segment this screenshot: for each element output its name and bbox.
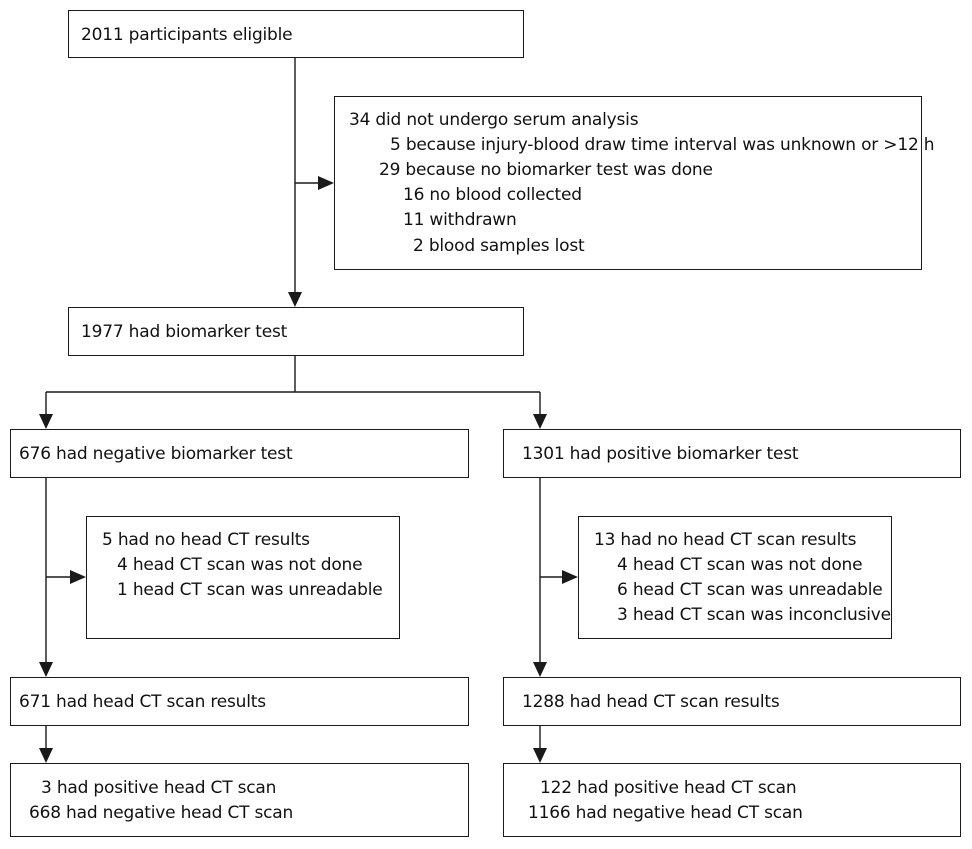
negative-biomarker-label: 676 had negative biomarker test: [19, 444, 293, 464]
arrow-to-biomarker-icon: [288, 292, 302, 307]
negative-exclusion-line: 4 head CT scan was not done: [117, 555, 363, 575]
positive-biomarker-label: 1301 had positive biomarker test: [522, 444, 799, 464]
serum-exclusion-line: 11 withdrawn: [403, 210, 517, 230]
negative-exclusion-title: 5 had no head CT results: [102, 530, 310, 550]
negative-exclusion-line: 1 head CT scan was unreadable: [117, 580, 383, 600]
positive-biomarker-box: 1301 had positive biomarker test: [503, 429, 961, 478]
positive-outcome-positive-ct: 122 had positive head CT scan: [540, 778, 797, 798]
arrow-to-left-ct-icon: [39, 662, 53, 677]
serum-exclusion-box: 34 did not undergo serum analysis 5 beca…: [334, 96, 935, 270]
serum-exclusion-line: 16 no blood collected: [403, 185, 582, 205]
positive-outcome-box: 122 had positive head CT scan 1166 had n…: [503, 763, 961, 837]
negative-exclusion-box: 5 had no head CT results 4 head CT scan …: [86, 516, 400, 639]
negative-outcome-positive-ct: 3 had positive head CT scan: [41, 778, 277, 798]
negative-biomarker-box: 676 had negative biomarker test: [10, 429, 469, 478]
positive-ct-results-label: 1288 had head CT scan results: [522, 692, 780, 712]
arrow-to-left-exclusion-icon: [70, 570, 86, 584]
serum-exclusion-title: 34 did not undergo serum analysis: [349, 110, 639, 130]
arrow-to-right-ct-icon: [533, 662, 547, 677]
serum-exclusion-line: 2 blood samples lost: [413, 236, 585, 256]
arrow-to-negative-icon: [39, 414, 53, 429]
serum-exclusion-line: 29 because no biomarker test was done: [379, 160, 713, 180]
arrow-to-positive-icon: [533, 414, 547, 429]
arrow-to-left-outcome-icon: [39, 748, 53, 763]
negative-outcome-negative-ct: 668 had negative head CT scan: [29, 803, 294, 823]
positive-outcome-negative-ct: 1166 had negative head CT scan: [528, 803, 803, 823]
biomarker-test-box: 1977 had biomarker test: [68, 307, 524, 356]
negative-ct-results-label: 671 had head CT scan results: [19, 692, 266, 712]
serum-exclusion-line: 5 because injury-blood draw time interva…: [390, 135, 935, 155]
positive-exclusion-box: 13 had no head CT scan results 4 head CT…: [578, 516, 892, 639]
negative-outcome-box: 3 had positive head CT scan 668 had nega…: [10, 763, 469, 837]
positive-exclusion-line: 6 head CT scan was unreadable: [617, 580, 883, 600]
positive-exclusion-line: 4 head CT scan was not done: [617, 555, 863, 575]
arrow-to-serum-exclusion-icon: [318, 176, 334, 190]
arrow-to-right-outcome-icon: [533, 748, 547, 763]
positive-ct-results-box: 1288 had head CT scan results: [503, 677, 961, 726]
negative-ct-results-box: 671 had head CT scan results: [10, 677, 469, 726]
eligible-label: 2011 participants eligible: [81, 25, 293, 45]
biomarker-test-label: 1977 had biomarker test: [81, 322, 288, 342]
eligible-box: 2011 participants eligible: [68, 10, 524, 58]
arrow-to-right-exclusion-icon: [562, 570, 578, 584]
positive-exclusion-title: 13 had no head CT scan results: [594, 530, 857, 550]
positive-exclusion-line: 3 head CT scan was inconclusive: [617, 605, 891, 625]
